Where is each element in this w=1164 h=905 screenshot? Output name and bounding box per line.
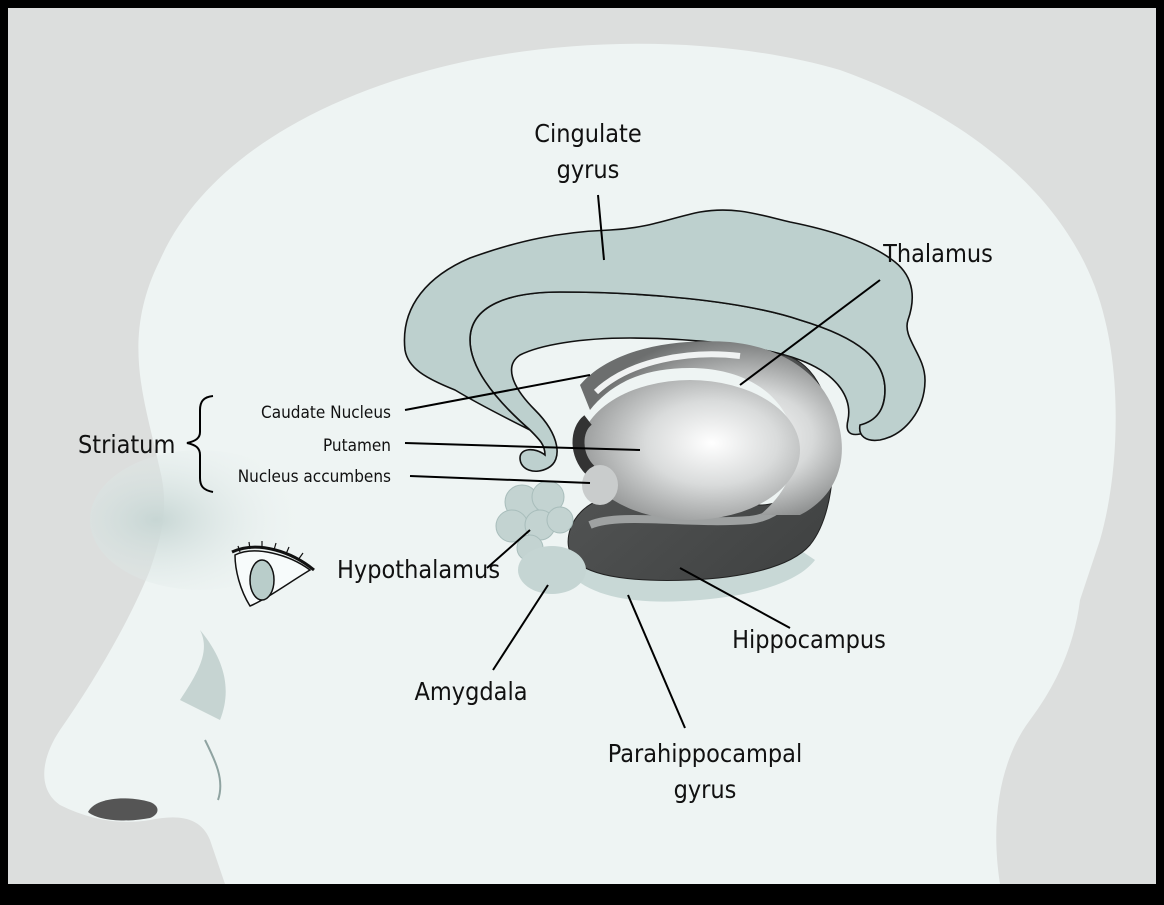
label-hypothalamus: Hypothalamus <box>337 555 500 584</box>
label-cingulate-line1: Cingulate <box>534 119 641 148</box>
label-amygdala: Amygdala <box>415 677 528 706</box>
nucleus-accumbens-shape <box>582 465 618 505</box>
label-parahippocampal-line2: gyrus <box>674 775 737 804</box>
label-parahippocampal-line1: Parahippocampal <box>608 739 802 768</box>
label-striatum: Striatum <box>78 430 175 459</box>
label-caudate-nucleus: Caudate Nucleus <box>261 403 391 423</box>
label-nucleus-accumbens: Nucleus accumbens <box>238 467 391 487</box>
label-hippocampus: Hippocampus <box>732 625 886 654</box>
label-putamen: Putamen <box>323 436 391 456</box>
label-cingulate-line2: gyrus <box>557 155 620 184</box>
amygdala-shape <box>518 546 586 594</box>
label-thalamus: Thalamus <box>882 239 993 268</box>
